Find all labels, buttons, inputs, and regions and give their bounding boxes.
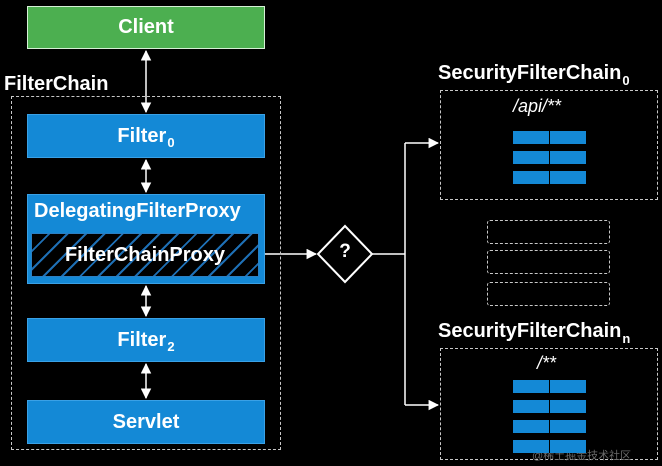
security-chain-n-container [440,348,658,460]
security-chain-n-title: SecurityFilterChainn [438,320,631,346]
watermark: @稀土掘金技术社区 [532,450,632,462]
security-chain-0-title: SecurityFilterChain0 [438,62,630,88]
client-box: Client [27,6,265,49]
stack-divider [549,131,550,184]
filter-chain-proxy-box: FilterChainProxy [31,233,259,277]
decision-diamond [316,224,374,284]
placeholder-chain [487,282,610,306]
placeholder-chain [487,250,610,274]
security-chain-n-pattern: /** [537,353,557,373]
decision-label: ? [339,241,351,262]
security-chain-0-container [440,90,658,200]
security-chain-0-pattern: /api/** [513,96,562,116]
servlet-box: Servlet [27,400,265,444]
filter-chain-container [11,96,281,450]
filter-chain-title: FilterChain [4,73,109,95]
placeholder-chain [487,220,610,244]
stack-divider [549,380,550,453]
